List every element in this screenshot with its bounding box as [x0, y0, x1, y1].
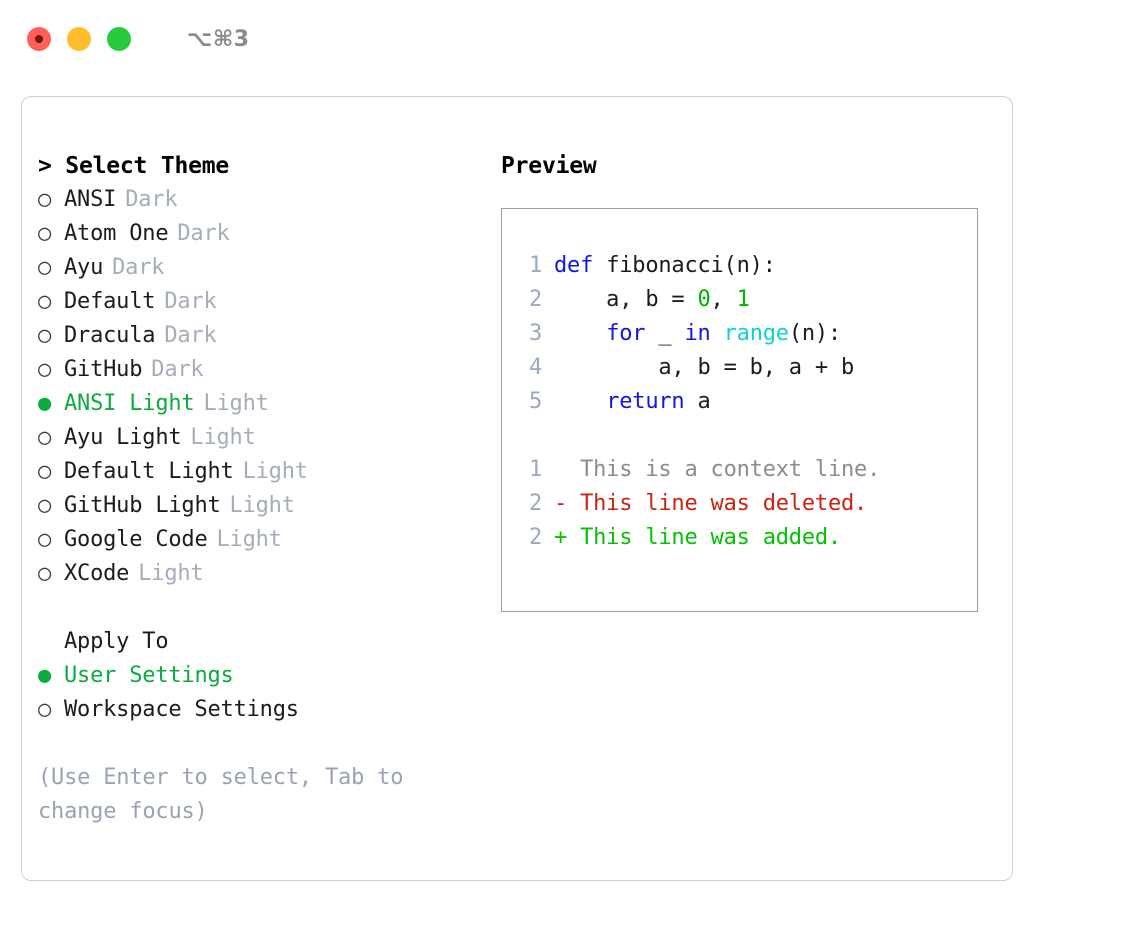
theme-item-label: ANSI [64, 187, 117, 212]
theme-item-label: Default Light [64, 459, 234, 484]
code-line-number: 3 [528, 321, 542, 346]
apply-to-item-1[interactable]: ○ Workspace Settings [38, 693, 498, 727]
window-minimize-button[interactable] [67, 27, 91, 51]
theme-item-variant: Light [138, 561, 204, 586]
theme-item-variant: Dark [125, 187, 178, 212]
keyboard-hint-text: (Use Enter to select, Tab to change focu… [38, 765, 404, 824]
theme-item-2[interactable]: ○ Ayu Dark [38, 251, 498, 285]
apply-to-item-0[interactable]: ● User Settings [38, 659, 498, 693]
radio-unselected-icon[interactable]: ○ [38, 357, 52, 382]
theme-item-label: GitHub Light [64, 493, 221, 518]
diff-line-number: 1 [528, 457, 542, 482]
apply-to-list[interactable]: ● User Settings ○ Workspace Settings [38, 659, 498, 727]
code-diff-separator [512, 419, 977, 453]
diff-line-1: 2 - This line was deleted. [512, 487, 977, 521]
diff-line-0: 1 This is a context line. [512, 453, 977, 487]
radio-unselected-icon[interactable]: ○ [38, 425, 52, 450]
theme-item-variant: Dark [151, 357, 204, 382]
diff-line-number: 2 [528, 491, 542, 516]
theme-item-variant: Dark [177, 221, 230, 246]
theme-item-1[interactable]: ○ Atom One Dark [38, 217, 498, 251]
theme-item-label: Ayu [64, 255, 104, 280]
radio-unselected-icon[interactable]: ○ [38, 255, 52, 280]
theme-item-10[interactable]: ○ Google Code Light [38, 523, 498, 557]
keyboard-shortcut-label: ⌥⌘3 [187, 26, 250, 52]
theme-item-3[interactable]: ○ Default Dark [38, 285, 498, 319]
theme-item-7[interactable]: ○ Ayu Light Light [38, 421, 498, 455]
diff-line-2: 2 + This line was added. [512, 521, 977, 555]
radio-unselected-icon[interactable]: ○ [38, 289, 52, 314]
diff-line-number: 2 [528, 525, 542, 550]
select-theme-heading: > Select Theme [38, 153, 230, 179]
radio-unselected-icon[interactable]: ○ [38, 323, 52, 348]
theme-item-variant: Dark [164, 289, 217, 314]
theme-item-label: Atom One [64, 221, 169, 246]
radio-unselected-icon[interactable]: ○ [38, 459, 52, 484]
theme-item-label: XCode [64, 561, 130, 586]
theme-item-variant: Light [242, 459, 308, 484]
theme-item-5[interactable]: ○ GitHub Dark [38, 353, 498, 387]
code-line-0: 1 def fibonacci(n): [512, 249, 977, 283]
code-line-3: 4 a, b = b, a + b [512, 351, 977, 385]
code-line-content: a, b = b, a + b [554, 355, 855, 380]
code-line-number: 4 [528, 355, 542, 380]
window-titlebar: ⌥⌘3 [0, 0, 1140, 78]
code-line-content: for _ in range(n): [606, 321, 842, 346]
radio-unselected-icon[interactable]: ○ [38, 187, 52, 212]
preview-heading: Preview [501, 153, 597, 179]
apply-to-item-label: User Settings [64, 663, 234, 688]
code-line-content: def fibonacci(n): [554, 253, 776, 278]
diff-line-content: This is a context line. [554, 457, 881, 482]
theme-item-label: Dracula [64, 323, 156, 348]
theme-item-9[interactable]: ○ GitHub Light Light [38, 489, 498, 523]
apply-to-item-label: Workspace Settings [64, 697, 299, 722]
code-line-content: a, b = 0, 1 [554, 287, 750, 312]
theme-item-label: Google Code [64, 527, 208, 552]
theme-item-variant: Dark [164, 323, 217, 348]
theme-item-variant: Light [229, 493, 295, 518]
window-close-button[interactable] [27, 27, 51, 51]
code-line-4: 5 return a [512, 385, 977, 419]
radio-selected-icon[interactable]: ● [38, 663, 52, 688]
radio-unselected-icon[interactable]: ○ [38, 221, 52, 246]
diff-line-content: - This line was deleted. [554, 491, 868, 516]
radio-unselected-icon[interactable]: ○ [38, 561, 52, 586]
window-maximize-button[interactable] [107, 27, 131, 51]
code-line-1: 2 a, b = 0, 1 [512, 283, 977, 317]
apply-to-heading: Apply To [64, 629, 169, 654]
theme-item-4[interactable]: ○ Dracula Dark [38, 319, 498, 353]
radio-unselected-icon[interactable]: ○ [38, 527, 52, 552]
theme-item-11[interactable]: ○ XCode Light [38, 557, 498, 591]
theme-item-variant: Light [190, 425, 256, 450]
code-line-number: 1 [528, 253, 542, 278]
theme-item-variant: Light [203, 391, 269, 416]
theme-item-variant: Light [216, 527, 282, 552]
theme-item-label: ANSI Light [64, 391, 195, 416]
theme-item-0[interactable]: ○ ANSI Dark [38, 183, 498, 217]
theme-item-variant: Dark [112, 255, 165, 280]
code-line-number: 2 [528, 287, 542, 312]
code-line-number: 5 [528, 389, 542, 414]
code-line-2: 3 for _ in range(n): [512, 317, 977, 351]
radio-unselected-icon[interactable]: ○ [38, 493, 52, 518]
diff-sample: 1 This is a context line. 2 - This line wa… [512, 453, 977, 555]
theme-item-label: Ayu Light [64, 425, 182, 450]
theme-item-6[interactable]: ● ANSI Light Light [38, 387, 498, 421]
diff-line-content: + This line was added. [554, 525, 841, 550]
theme-item-label: Default [64, 289, 156, 314]
theme-item-8[interactable]: ○ Default Light Light [38, 455, 498, 489]
radio-selected-icon[interactable]: ● [38, 391, 52, 416]
code-line-content: return a [606, 389, 711, 414]
radio-unselected-icon[interactable]: ○ [38, 697, 52, 722]
theme-item-label: GitHub [64, 357, 143, 382]
